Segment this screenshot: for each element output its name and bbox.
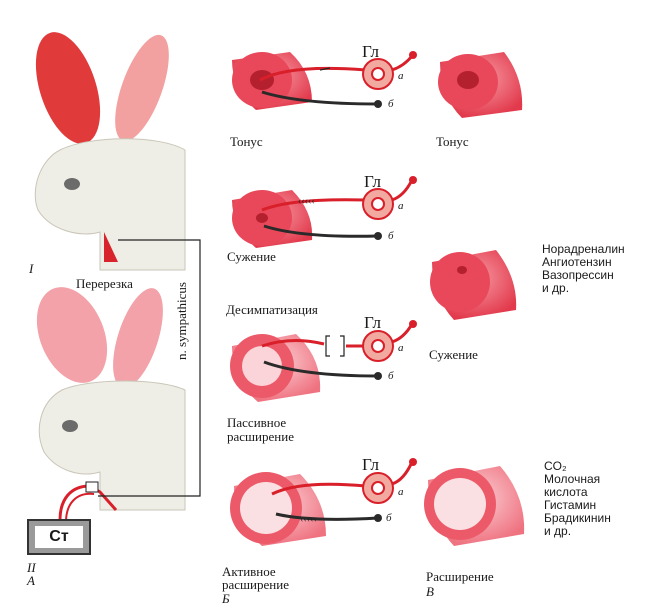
rabbit-bottom-ear-left <box>36 287 108 383</box>
label-roman-1: I <box>29 261 34 276</box>
label-a-4: а <box>398 486 404 498</box>
rabbit-top-eye <box>64 178 80 190</box>
label-tonus-right: Тонус <box>436 134 469 149</box>
dilator-3: кислота <box>544 485 588 499</box>
label-a-1: а <box>398 70 404 82</box>
vessel-right-dilation <box>424 466 525 546</box>
label-roman-2: II <box>27 560 36 575</box>
rabbit-bottom-eye <box>62 420 78 432</box>
label-gl-1: Гл <box>362 42 380 61</box>
dilator-2: Молочная <box>544 472 601 486</box>
rabbit-top-head <box>34 138 186 271</box>
electrode-clip <box>85 481 99 493</box>
label-a-3: а <box>398 342 404 354</box>
label-letter-v: В <box>426 584 434 599</box>
stimulator-box: Ст <box>27 519 91 555</box>
label-dilation-right: Расширение <box>426 569 494 584</box>
svg-text:‹‹‹‹‹: ‹‹‹‹‹ <box>300 514 317 525</box>
rabbit-bottom-head <box>38 380 186 511</box>
dilator-6: и др. <box>544 524 572 538</box>
rabbit-bottom-ear-right <box>113 288 163 388</box>
label-active-1: Активное <box>222 564 276 579</box>
dilator-4: Гистамин <box>544 498 597 512</box>
label-b-1: б <box>388 98 394 110</box>
nerve-row-4: ‹‹‹‹‹ <box>271 458 417 525</box>
label-passive-1: Пассивное <box>227 415 287 430</box>
label-letter-b: Б <box>222 591 230 606</box>
nerve-row-2: ‹‹‹‹‹ <box>261 176 417 240</box>
label-b-3: б <box>388 370 394 382</box>
svg-text:‹‹‹‹‹: ‹‹‹‹‹ <box>298 196 315 207</box>
constrictor-4: и др. <box>542 281 570 295</box>
label-constriction-right: Сужение <box>429 347 478 362</box>
label-gl-2: Гл <box>364 172 382 191</box>
label-gl-3: Гл <box>364 313 382 332</box>
constrictor-1: Норадреналин <box>542 242 625 256</box>
stimulator-label: Ст <box>35 526 83 548</box>
label-tonus-middle: Тонус <box>230 134 263 149</box>
nerve-connector-line <box>98 239 201 497</box>
label-b-4: б <box>386 512 392 524</box>
label-passive-2: расширение <box>227 429 294 444</box>
label-nerve-sympathicus: n. sympathicus <box>174 282 189 360</box>
rabbit-top-neck-cut <box>104 232 118 262</box>
label-letter-a: А <box>27 573 35 588</box>
constrictor-3: Вазопрессин <box>542 268 614 282</box>
vessel-right-constriction <box>430 250 517 320</box>
vessel-middle-3 <box>230 334 321 402</box>
rabbit-bottom-nerve-electrode-2 <box>65 492 95 523</box>
rabbit-top-ear-right <box>115 34 169 142</box>
label-a-2: а <box>398 200 404 212</box>
dilator-1: CO₂ <box>544 459 567 473</box>
nerve-row-3 <box>261 320 417 380</box>
label-desympathization: Десимпатизация <box>226 302 318 317</box>
vessel-right-tonus <box>438 52 523 118</box>
rabbit-top-ear-left <box>35 32 101 144</box>
label-constriction-middle: Сужение <box>227 249 276 264</box>
nerve-row-1 <box>259 51 417 108</box>
vessel-middle-4 <box>230 472 326 546</box>
label-b-2: б <box>388 230 394 242</box>
dilator-5: Брадикинин <box>544 511 611 525</box>
label-cut: Перерезка <box>76 276 133 291</box>
rabbit-top <box>34 32 186 271</box>
rabbit-bottom <box>36 287 186 523</box>
label-gl-4: Гл <box>362 455 380 474</box>
constrictor-2: Ангиотензин <box>542 255 612 269</box>
label-active-2: расширение <box>222 577 289 592</box>
